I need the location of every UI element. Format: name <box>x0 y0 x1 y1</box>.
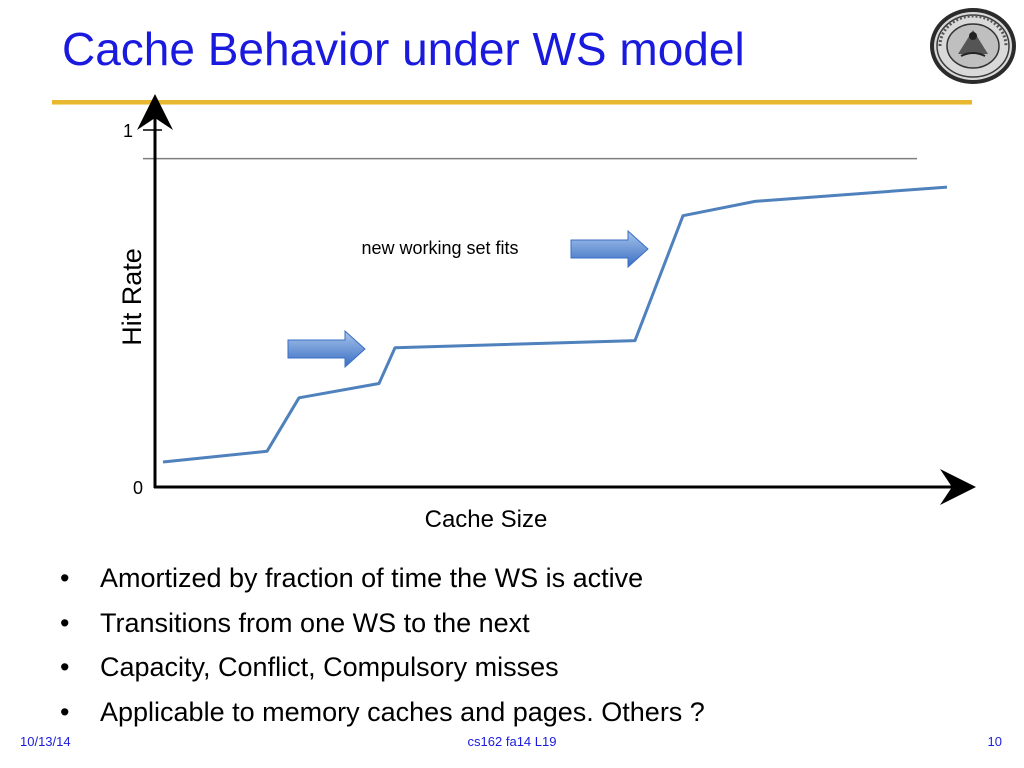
y-tick-label-0: 0 <box>133 478 143 498</box>
hit-rate-line <box>162 185 948 464</box>
bullet-item: •Transitions from one WS to the next <box>60 607 530 638</box>
footer-page-number: 10 <box>987 734 1002 749</box>
bullet-list: •Amortized by fraction of time the WS is… <box>60 556 705 734</box>
y-axis-label: Hit Rate <box>117 248 147 346</box>
slide-title: Cache Behavior under WS model <box>62 23 745 75</box>
x-axis-label: Cache Size <box>425 506 548 533</box>
transition-arrow-icon <box>287 329 366 369</box>
y-tick-label-1: 1 <box>123 121 133 141</box>
bullet-item: •Applicable to memory caches and pages. … <box>60 696 705 727</box>
bullet-item: •Capacity, Conflict, Compulsory misses <box>60 652 559 682</box>
annotation-text: new working set fits <box>361 238 518 258</box>
footer-date: 10/13/14 <box>20 734 71 749</box>
transition-arrow-icon <box>570 229 649 269</box>
footer-course: cs162 fa14 L19 <box>467 734 557 749</box>
title-divider <box>52 100 972 105</box>
university-seal-logo <box>930 8 1016 84</box>
bullet-item: •Amortized by fraction of time the WS is… <box>60 563 644 593</box>
